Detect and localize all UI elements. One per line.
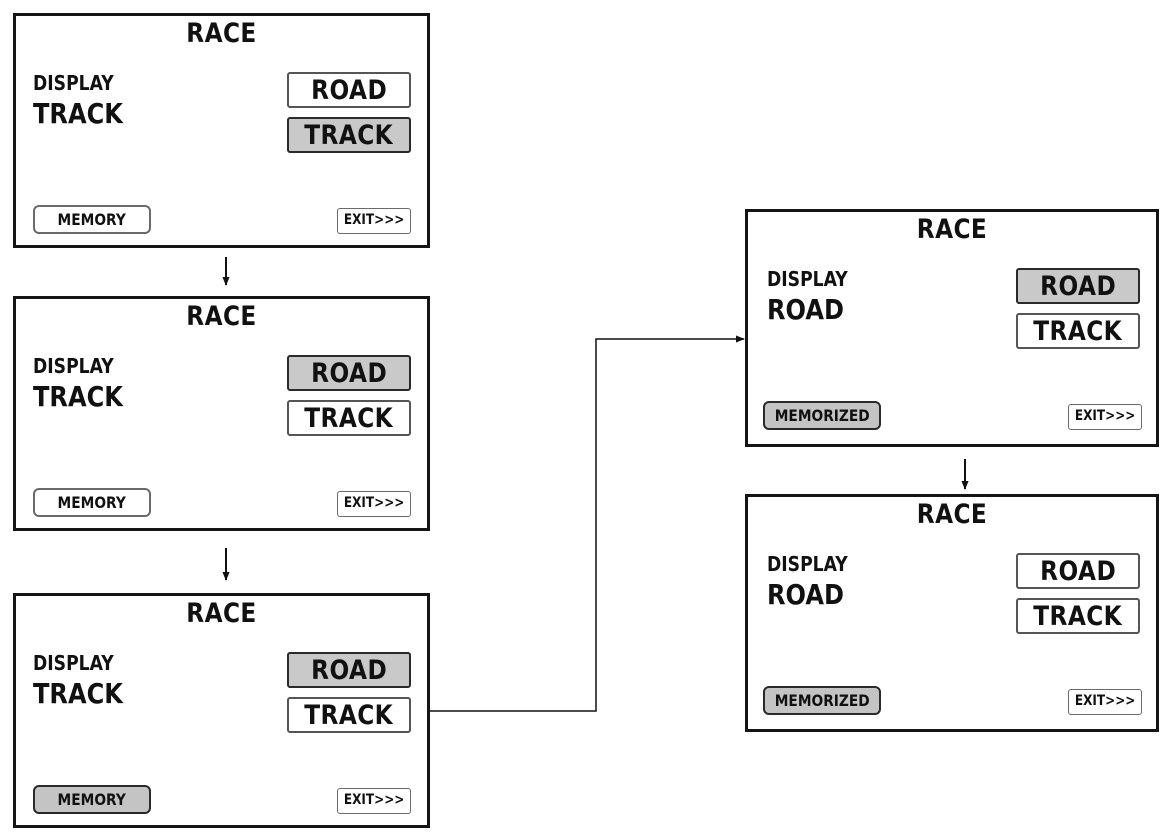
road-button-label: ROAD xyxy=(311,655,387,686)
track-button-label: TRACK xyxy=(304,403,394,434)
exit-button[interactable]: EXIT>>> xyxy=(337,208,411,234)
road-button[interactable]: ROAD xyxy=(287,652,411,688)
race-screen-2: RACE DISPLAY TRACK ROAD TRACK MEMORY EXI… xyxy=(13,296,430,531)
memory-button[interactable]: MEMORY xyxy=(33,785,151,814)
track-button[interactable]: TRACK xyxy=(287,400,411,436)
memory-button-label: MEMORY xyxy=(57,493,127,512)
screen-title: RACE xyxy=(916,499,988,530)
exit-button-label: EXIT>>> xyxy=(1074,408,1136,424)
exit-button[interactable]: EXIT>>> xyxy=(337,491,411,517)
exit-button-label: EXIT>>> xyxy=(343,212,405,228)
road-button[interactable]: ROAD xyxy=(1016,553,1140,589)
display-label: DISPLAY xyxy=(33,71,114,95)
track-button-label: TRACK xyxy=(304,700,394,731)
exit-button[interactable]: EXIT>>> xyxy=(1068,404,1142,430)
race-screen-5: RACE DISPLAY ROAD ROAD TRACK MEMORIZED E… xyxy=(745,494,1159,732)
road-button[interactable]: ROAD xyxy=(287,355,411,391)
exit-button[interactable]: EXIT>>> xyxy=(337,788,411,814)
memory-button[interactable]: MEMORY xyxy=(33,205,151,234)
road-button[interactable]: ROAD xyxy=(287,72,411,108)
memory-button-label: MEMORY xyxy=(57,210,127,229)
arrow-connector xyxy=(430,335,745,712)
road-button-label: ROAD xyxy=(1040,556,1116,587)
display-label: DISPLAY xyxy=(33,354,114,378)
display-value: TRACK xyxy=(33,97,123,130)
screen-title: RACE xyxy=(186,301,257,332)
track-button[interactable]: TRACK xyxy=(1016,598,1140,634)
exit-button-label: EXIT>>> xyxy=(1074,693,1136,709)
memorized-button-label: MEMORIZED xyxy=(774,691,870,710)
track-button-label: TRACK xyxy=(1033,601,1123,632)
screen-title: RACE xyxy=(186,598,257,629)
race-screen-1: RACE DISPLAY TRACK ROAD TRACK MEMORY EXI… xyxy=(13,13,430,248)
memorized-button[interactable]: MEMORIZED xyxy=(763,401,881,430)
memorized-button-label: MEMORIZED xyxy=(774,406,870,425)
track-button-label: TRACK xyxy=(304,120,394,151)
road-button-label: ROAD xyxy=(311,358,387,389)
track-button-label: TRACK xyxy=(1033,316,1123,347)
track-button[interactable]: TRACK xyxy=(287,697,411,733)
road-button-label: ROAD xyxy=(1040,271,1116,302)
road-button[interactable]: ROAD xyxy=(1016,268,1140,304)
screen-title: RACE xyxy=(186,18,257,49)
race-screen-4: RACE DISPLAY ROAD ROAD TRACK MEMORIZED E… xyxy=(745,209,1159,447)
road-button-label: ROAD xyxy=(311,75,387,106)
memorized-button[interactable]: MEMORIZED xyxy=(763,686,881,715)
exit-button-label: EXIT>>> xyxy=(343,495,405,511)
track-button[interactable]: TRACK xyxy=(1016,313,1140,349)
display-value: ROAD xyxy=(767,578,844,611)
display-label: DISPLAY xyxy=(767,267,848,291)
display-label: DISPLAY xyxy=(767,552,848,576)
race-screen-3: RACE DISPLAY TRACK ROAD TRACK MEMORY EXI… xyxy=(13,593,430,828)
exit-button[interactable]: EXIT>>> xyxy=(1068,689,1142,715)
exit-button-label: EXIT>>> xyxy=(343,792,405,808)
memory-button-label: MEMORY xyxy=(57,790,127,809)
screen-title: RACE xyxy=(916,214,988,245)
display-label: DISPLAY xyxy=(33,651,114,675)
display-value: TRACK xyxy=(33,677,123,710)
memory-button[interactable]: MEMORY xyxy=(33,488,151,517)
track-button[interactable]: TRACK xyxy=(287,117,411,153)
display-value: TRACK xyxy=(33,380,123,413)
display-value: ROAD xyxy=(767,293,844,326)
